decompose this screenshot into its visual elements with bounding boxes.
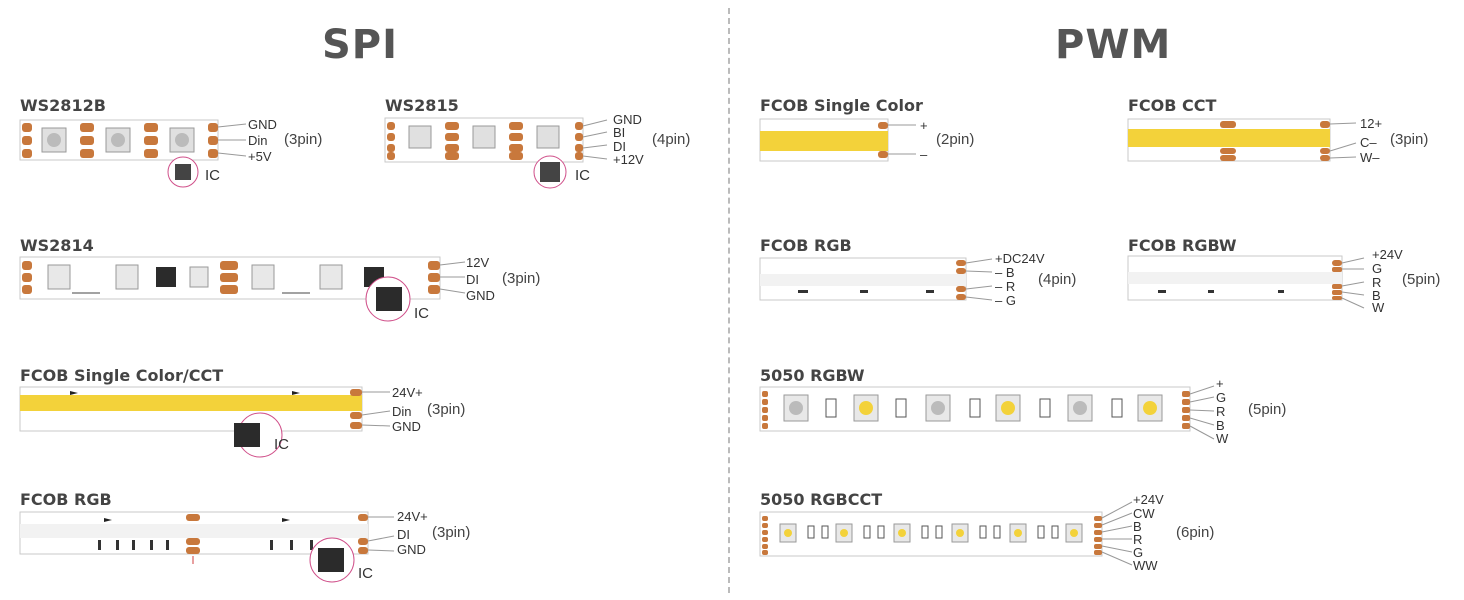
5050-rgbw-title: 5050 RGBW xyxy=(760,366,865,385)
ws2814-ic-label: IC xyxy=(414,305,429,322)
pwm-heading: PWM xyxy=(1055,22,1172,68)
ws2815-pin-gnd: GND xyxy=(613,112,642,127)
spi-fcob-rgb-title: FCOB RGB xyxy=(20,490,112,509)
pwm-fcob-single-pin-minus: – xyxy=(920,147,928,162)
pwm-fcob-rgb-pin-count: (4pin) xyxy=(1038,271,1077,288)
pwm-fcob-rgb-strip xyxy=(759,257,993,301)
ws2812b-pin-5v: +5V xyxy=(248,149,272,164)
spi-heading: SPI xyxy=(322,22,399,68)
pwm-fcob-rgb-pin-24v: +DC24V xyxy=(995,251,1045,266)
pwm-fcob-rgbw-pin-count: (5pin) xyxy=(1402,271,1441,288)
5050-rgbcct-pin-24v: +24V xyxy=(1133,492,1164,507)
pwm-fcob-single-pin-count: (2pin) xyxy=(936,131,975,148)
fcob-single-cct-pin-count: (3pin) xyxy=(427,401,466,418)
ws2812b-strip xyxy=(19,119,247,188)
spi-fcob-rgb-strip xyxy=(19,511,395,583)
ws2812b-title: WS2812B xyxy=(20,96,106,115)
pwm-fcob-rgbw-pin-24v: +24V xyxy=(1372,247,1403,262)
fcob-single-cct-strip xyxy=(19,386,391,458)
spi-fcob-rgb-pin-di: DI xyxy=(397,527,410,542)
pwm-fcob-single-strip xyxy=(759,118,916,162)
ws2815-strip xyxy=(384,117,608,189)
pwm-fcob-single-pin-plus: + xyxy=(920,118,928,133)
spi-fcob-rgb-ic-label: IC xyxy=(358,565,373,582)
pwm-fcob-rgbw-pin-g: G xyxy=(1372,261,1383,276)
fcob-single-cct-title: FCOB Single Color/CCT xyxy=(20,366,224,385)
5050-rgbw-pin-r: R xyxy=(1216,404,1226,419)
ws2815-title: WS2815 xyxy=(385,96,459,115)
fcob-single-cct-pin-24v: 24V+ xyxy=(392,385,423,400)
pwm-fcob-rgb-pin-r: – R xyxy=(995,279,1016,294)
5050-rgbcct-title: 5050 RGBCCT xyxy=(760,490,883,509)
pwm-fcob-rgbw-pin-w: W xyxy=(1372,300,1385,315)
fcob-single-cct-ic-label: IC xyxy=(274,436,289,453)
pwm-fcob-rgbw-title: FCOB RGBW xyxy=(1128,236,1237,255)
ws2815-ic-label: IC xyxy=(575,167,590,184)
ws2812b-pin-count: (3pin) xyxy=(284,131,323,148)
spi-fcob-rgb-pin-24v: 24V+ xyxy=(397,509,428,524)
5050-rgbw-pin-w: W xyxy=(1216,431,1229,446)
5050-rgbcct-pin-cw: CW xyxy=(1133,506,1155,521)
ws2814-pin-12v: 12V xyxy=(466,255,490,270)
5050-rgbcct-pin-count: (6pin) xyxy=(1176,524,1215,541)
5050-rgbw-strip xyxy=(759,385,1215,440)
5050-rgbcct-pin-ww: WW xyxy=(1133,558,1158,573)
fcob-single-cct-pin-din: Din xyxy=(392,404,412,419)
ws2812b-pin-din: Din xyxy=(248,133,268,148)
5050-rgbw-pin-plus: + xyxy=(1216,376,1224,391)
5050-rgbw-pin-g: G xyxy=(1216,390,1227,405)
ws2815-pin-bi: BI xyxy=(613,125,626,140)
pwm-fcob-rgb-pin-b: – B xyxy=(995,265,1015,280)
pwm-fcob-rgbw-pin-r: R xyxy=(1372,275,1382,290)
5050-rgbcct-strip xyxy=(759,501,1133,566)
fcob-single-cct-pin-gnd: GND xyxy=(392,419,421,434)
pwm-fcob-cct-pin-c: C– xyxy=(1360,135,1377,150)
5050-rgbw-pin-count: (5pin) xyxy=(1248,401,1287,418)
spi-fcob-rgb-pin-gnd: GND xyxy=(397,542,426,557)
ws2815-pin-di: DI xyxy=(613,139,626,154)
pwm-fcob-cct-pin-count: (3pin) xyxy=(1390,131,1429,148)
ws2814-pin-gnd: GND xyxy=(466,288,495,303)
spi-fcob-rgb-pin-count: (3pin) xyxy=(432,524,471,541)
ws2814-pin-di: DI xyxy=(466,272,479,287)
pwm-fcob-cct-strip xyxy=(1127,118,1357,162)
pwm-fcob-cct-pin-w: W– xyxy=(1360,150,1380,165)
ws2814-strip xyxy=(19,256,466,322)
ws2815-pin-12v: +12V xyxy=(613,152,644,167)
ws2812b-ic-label: IC xyxy=(205,167,220,184)
5050-rgbcct-pin-r: R xyxy=(1133,532,1143,547)
pwm-fcob-single-title: FCOB Single Color xyxy=(760,96,923,115)
ws2815-pin-count: (4pin) xyxy=(652,131,691,148)
ws2812b-pin-gnd: GND xyxy=(248,117,277,132)
5050-rgbcct-pin-b: B xyxy=(1133,519,1142,534)
pwm-fcob-rgb-pin-g: – G xyxy=(995,293,1016,308)
ws2814-pin-count: (3pin) xyxy=(502,270,541,287)
pwm-fcob-rgbw-pin-b: B xyxy=(1372,288,1381,303)
ws2814-title: WS2814 xyxy=(20,236,94,255)
5050-rgbw-pin-b: B xyxy=(1216,418,1225,433)
pwm-fcob-rgb-title: FCOB RGB xyxy=(760,236,852,255)
5050-rgbcct-pin-g: G xyxy=(1133,545,1144,560)
section-divider xyxy=(728,8,730,593)
pwm-fcob-cct-title: FCOB CCT xyxy=(1128,96,1217,115)
pwm-fcob-rgbw-strip xyxy=(1127,255,1365,309)
pwm-fcob-cct-pin-12: 12+ xyxy=(1360,116,1383,131)
